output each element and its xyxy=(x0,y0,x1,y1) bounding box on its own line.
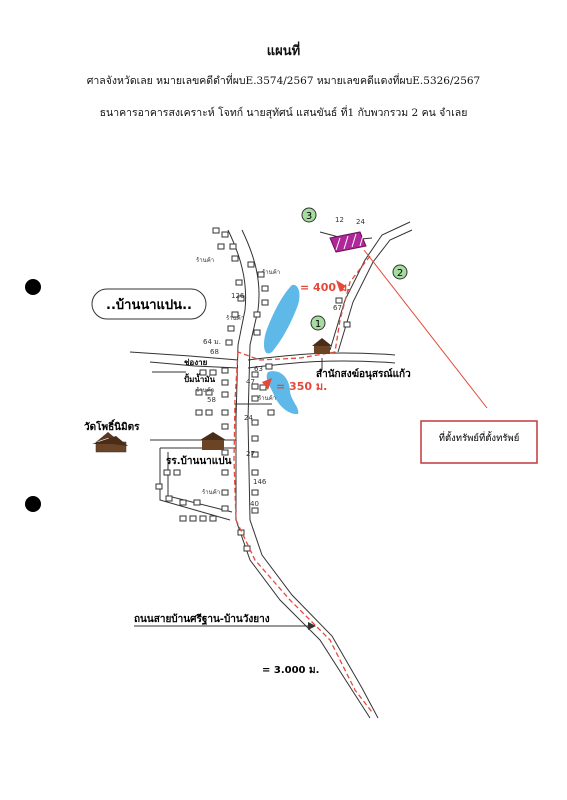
svg-text:12: 12 xyxy=(335,216,344,224)
school-icon xyxy=(200,432,226,450)
road-label: ถนนสายบ้านศรีฐาน-บ้านวังยาง xyxy=(134,613,270,625)
svg-text:126: 126 xyxy=(231,292,245,300)
svg-text:40: 40 xyxy=(250,500,259,508)
svg-text:27: 27 xyxy=(246,450,255,458)
property-note: ที่ตั้งทรัพย์ที่ตั้งทรัพย์ xyxy=(439,431,520,444)
svg-text:ร้านค้า: ร้านค้า xyxy=(226,315,244,322)
svg-text:68: 68 xyxy=(210,348,219,356)
side-label-1: ช่องาย xyxy=(184,358,208,367)
pond-upper xyxy=(264,284,300,354)
distance-label-1: = 400 ม. xyxy=(300,281,351,294)
house-numbers: 12 24 67 126 64 ม. 68 63 47 58 24 27 146… xyxy=(203,216,365,508)
punch-hole-bottom xyxy=(25,496,41,512)
office-label: สำนักสงฆ์อนุสรณ์แก้ว xyxy=(316,368,411,380)
court-case-line: ศาลจังหวัดเลย หมายเลขคดีดำที่ผบE.3574/25… xyxy=(86,75,481,87)
main-road xyxy=(227,229,379,719)
school-label: รร.บ้านนาแปน xyxy=(166,455,232,467)
distance-label-3: = 3.000 ม. xyxy=(262,665,319,676)
svg-text:3: 3 xyxy=(306,211,312,222)
shop-labels: ร้านค้า ร้านค้า ร้านค้า ร้านค้า ร้านค้า … xyxy=(196,257,280,496)
svg-text:63: 63 xyxy=(254,365,263,373)
property-parcel xyxy=(329,231,367,253)
route-arrow-1 xyxy=(336,280,346,292)
svg-text:1: 1 xyxy=(315,319,321,330)
village-name-box xyxy=(91,288,207,320)
marker-2: 2 xyxy=(392,264,408,280)
temple-label: วัดโพธิ์นิมิตร xyxy=(84,419,140,433)
temple-icon xyxy=(92,432,128,453)
road-arrow-head xyxy=(308,622,316,630)
house-blocks xyxy=(155,227,355,552)
parties-line: ธนาคารอาคารสงเคราะห์ โจทก์ นายสุทัศน์ แส… xyxy=(99,107,468,119)
svg-text:ร้านค้า: ร้านค้า xyxy=(258,395,276,402)
svg-text:ร้านค้า: ร้านค้า xyxy=(262,269,280,276)
svg-text:47: 47 xyxy=(246,378,255,386)
svg-text:2: 2 xyxy=(397,268,403,279)
route-dashed xyxy=(233,255,373,713)
marker-3: 3 xyxy=(301,207,317,223)
office-icon xyxy=(312,338,332,354)
svg-text:24: 24 xyxy=(356,218,365,226)
svg-text:67: 67 xyxy=(333,304,342,312)
svg-text:ร้านค้า: ร้านค้า xyxy=(202,489,220,496)
svg-text:64 ม.: 64 ม. xyxy=(203,338,221,346)
west-road xyxy=(129,351,239,373)
pointer-line xyxy=(363,249,488,409)
svg-text:24: 24 xyxy=(244,414,253,422)
side-label-2: ปั้มน้ำมัน xyxy=(184,373,216,384)
svg-text:146: 146 xyxy=(253,478,267,486)
property-note-box xyxy=(420,420,538,464)
parcel-hatch xyxy=(335,233,364,251)
pond-lower xyxy=(266,371,299,415)
page-title: แผนที่ xyxy=(266,44,301,59)
svg-text:58: 58 xyxy=(207,396,216,404)
marker-1: 1 xyxy=(310,315,326,331)
svg-text:ร้านค้า: ร้านค้า xyxy=(196,387,214,394)
village-name: ..บ้านนาแปน.. xyxy=(106,297,192,313)
distance-label-2: = 350 ม. xyxy=(276,380,327,393)
punch-hole-top xyxy=(25,279,41,295)
route-arrow-2 xyxy=(262,378,272,390)
svg-text:ร้านค้า: ร้านค้า xyxy=(196,257,214,264)
